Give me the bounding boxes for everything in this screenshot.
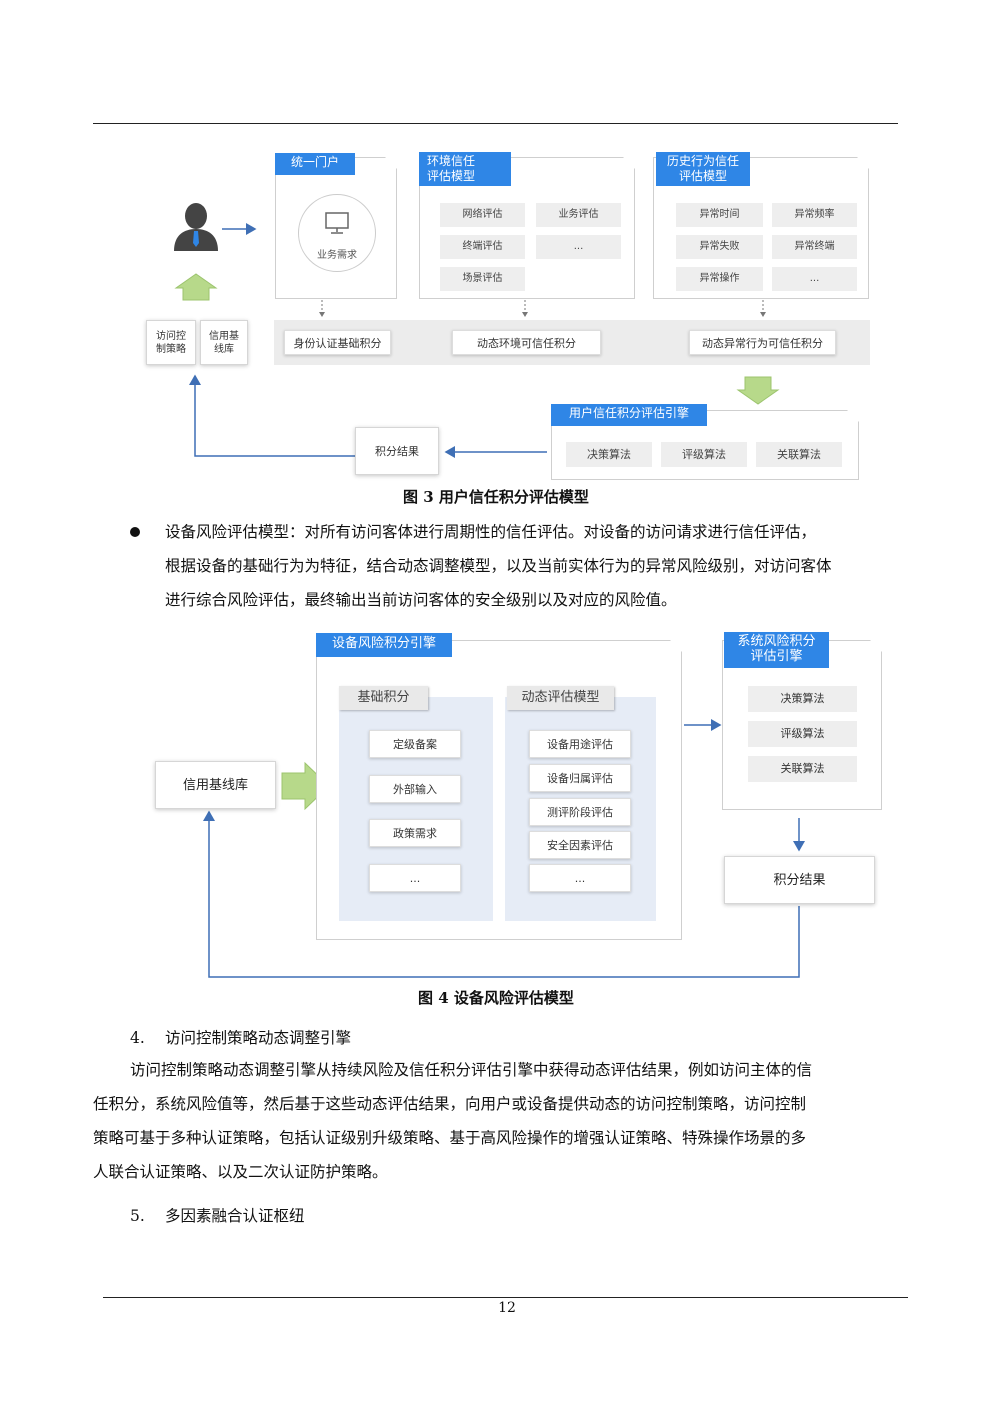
section-4-body-line: 访问控制策略动态调整引擎从持续风险及信任积分评估引擎中获得动态评估结果，例如访问… [130,1061,813,1079]
env-item: 终端评估 [440,235,525,259]
system-algo: 评级算法 [748,721,857,747]
engine-algo: 关联算法 [756,442,842,467]
score-identity: 身份认证基础积分 [284,330,391,355]
dynamic-item: 安全因素评估 [529,831,631,859]
score-behavior: 动态异常行为可信任积分 [689,330,836,355]
dynamic-item: 测评阶段评估 [529,798,631,826]
history-item: 异常终端 [772,235,857,259]
engine-algo: 决策算法 [566,442,652,467]
section-4-heading: 访问控制策略动态调整引擎 [165,1029,352,1047]
figure-4-connectors [203,719,805,978]
credit-baseline-card: 信用基 线库 [200,320,248,365]
bullet-dot [130,527,140,537]
env-item: 场景评估 [440,267,525,291]
env-item: 业务评估 [536,203,621,227]
history-item: ... [772,267,857,291]
device-risk-engine-tag: 设备风险积分引擎 [316,633,452,657]
header-rule [93,123,898,124]
user-icon [174,203,218,251]
history-item: 异常频率 [772,203,857,227]
section-4-body-line: 人联合认证策略、以及二次认证防护策略。 [93,1163,388,1181]
business-need-label: 业务需求 [317,250,357,261]
bullet-line: 设备风险评估模型：对所有访问客体进行周期性的信任评估。对设备的访问请求进行信任评… [165,523,817,541]
section-5-heading: 多因素融合认证枢纽 [165,1207,305,1225]
history-item: 异常操作 [676,267,763,291]
score-env: 动态环境可信任积分 [452,330,601,355]
history-item: 异常时间 [676,203,763,227]
section-5-number: 5. [130,1207,145,1225]
dynamic-item: 设备归属评估 [529,764,631,792]
bullet-line: 进行综合风险评估，最终输出当前访问客体的安全级别以及对应的风险值。 [165,591,677,609]
access-policy-card: 访问控 制策略 [146,320,196,365]
system-algo: 关联算法 [748,756,857,782]
credit-baseline-box: 信用基线库 [155,761,276,809]
section-4-body-line: 策略可基于多种认证策略，包括认证级别升级策略、基于高风险操作的增强认证策略、特殊… [93,1129,807,1147]
user-trust-engine-tag: 用户信任积分评估引擎 [551,404,707,426]
section-4-body-line: 任积分，系统风险值等，然后基于这些动态评估结果，向用户或设备提供动态的访问控制策… [93,1095,807,1113]
section-4-number: 4. [130,1029,145,1047]
page-number: 12 [498,1300,516,1316]
env-item: ... [536,235,621,259]
figure-3-caption: 图 3 用户信任积分评估模型 [403,488,589,506]
figure-4-caption: 图 4 设备风险评估模型 [418,989,574,1007]
env-trust-tag: 环境信任 评估模型 [419,152,511,186]
base-item: ... [369,864,461,892]
dynamic-item: ... [529,864,631,892]
monitor-icon [325,212,349,234]
risk-result-box: 积分结果 [724,856,875,904]
green-up-arrow [174,273,218,301]
history-item: 异常失败 [676,235,763,259]
system-algo: 决策算法 [748,686,857,712]
base-score-tag: 基础积分 [339,686,428,710]
base-item: 外部输入 [369,775,461,803]
system-risk-engine-tag: 系统风险积分 评估引擎 [724,632,829,668]
dynamic-item: 设备用途评估 [529,730,631,758]
dynamic-model-tag: 动态评估模型 [507,686,614,710]
result-to-policy-arrow [189,374,355,457]
bullet-line: 根据设备的基础行为为特征，结合动态调整模型，以及当前实体行为的异常风险级别，对访… [165,557,832,575]
result-to-baseline-arrow [203,810,800,978]
portal-tag: 统一门户 [275,153,355,175]
history-behavior-tag: 历史行为信任 评估模型 [656,152,750,186]
score-result-card: 积分结果 [355,427,439,475]
engine-algo: 评级算法 [661,442,747,467]
env-item: 网络评估 [440,203,525,227]
green-down-arrow [736,376,780,405]
figure-3-connectors [174,223,780,458]
base-item: 政策需求 [369,819,461,847]
footer-rule [103,1297,908,1298]
base-item: 定级备案 [369,730,461,758]
